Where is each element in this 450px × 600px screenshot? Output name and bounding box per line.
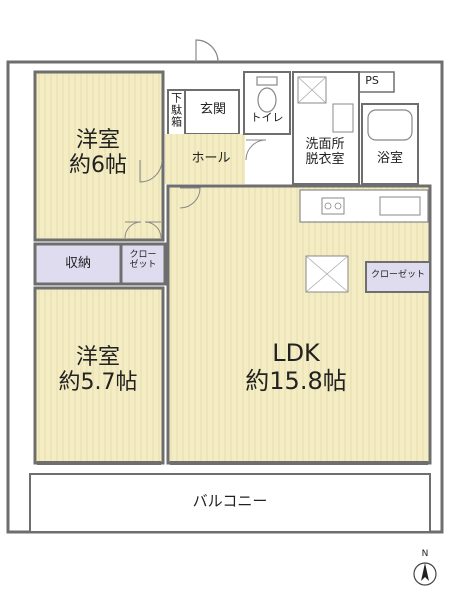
door-closet — [124, 221, 142, 239]
ldk-size: 約15.8帖 — [245, 366, 347, 395]
small-closet-label: クロー ゼット — [121, 250, 165, 271]
western-room-1-label: 洋室 約6帖 — [48, 128, 148, 179]
compass — [413, 562, 437, 586]
western-room-2-size: 約5.7帖 — [58, 370, 138, 396]
door-closet-2 — [144, 221, 162, 239]
ldk-name: LDK — [272, 339, 320, 367]
toilet-label: トイレ — [250, 111, 284, 124]
ldk-closet-label: クローゼット — [370, 270, 425, 280]
storage-floor — [33, 242, 123, 286]
kitchen-sink — [379, 196, 421, 216]
small-closet-line-2: ゼット — [129, 260, 157, 271]
vanity-sink — [332, 103, 354, 133]
small-closet-line-1: クロー — [129, 250, 157, 260]
storage-label: 収納 — [64, 256, 91, 271]
western-room-1-size: 約6帖 — [69, 153, 127, 179]
western-room-1-floor — [33, 70, 165, 242]
washroom-label: 洗面所 脱衣室 — [293, 137, 357, 168]
balcony-floor — [29, 473, 431, 533]
hall-label: ホール — [191, 151, 231, 166]
bath-label: 浴室 — [376, 151, 403, 166]
western-room-2-label: 洋室 約5.7帖 — [48, 345, 148, 396]
compass-north-label: N — [421, 549, 429, 559]
washroom-line-1: 洗面所 — [305, 137, 345, 152]
ldk-closet-floor — [365, 261, 431, 293]
balcony-label: バルコニー — [192, 492, 268, 510]
bathtub — [367, 109, 413, 141]
hall-floor — [165, 134, 245, 184]
ldk-label: LDK 約15.8帖 — [226, 339, 366, 395]
entrance-door — [195, 39, 219, 63]
stove — [321, 197, 345, 215]
toilet-tank — [256, 76, 278, 86]
door-ldk — [179, 187, 201, 209]
small-closet-floor — [119, 242, 167, 286]
entrance-label: 玄関 — [199, 102, 226, 117]
shoe-box-label: 下駄箱 — [169, 92, 183, 128]
ps-label: PS — [365, 74, 379, 87]
toilet-bowl — [257, 87, 277, 113]
door-western-1 — [139, 159, 163, 183]
ldk-floor — [166, 184, 432, 465]
western-room-2-floor — [33, 286, 165, 465]
western-room-1-name: 洋室 — [75, 128, 120, 153]
door-toilet — [245, 139, 267, 161]
washroom-line-2: 脱衣室 — [305, 151, 345, 167]
western-room-2-name: 洋室 — [75, 345, 120, 370]
